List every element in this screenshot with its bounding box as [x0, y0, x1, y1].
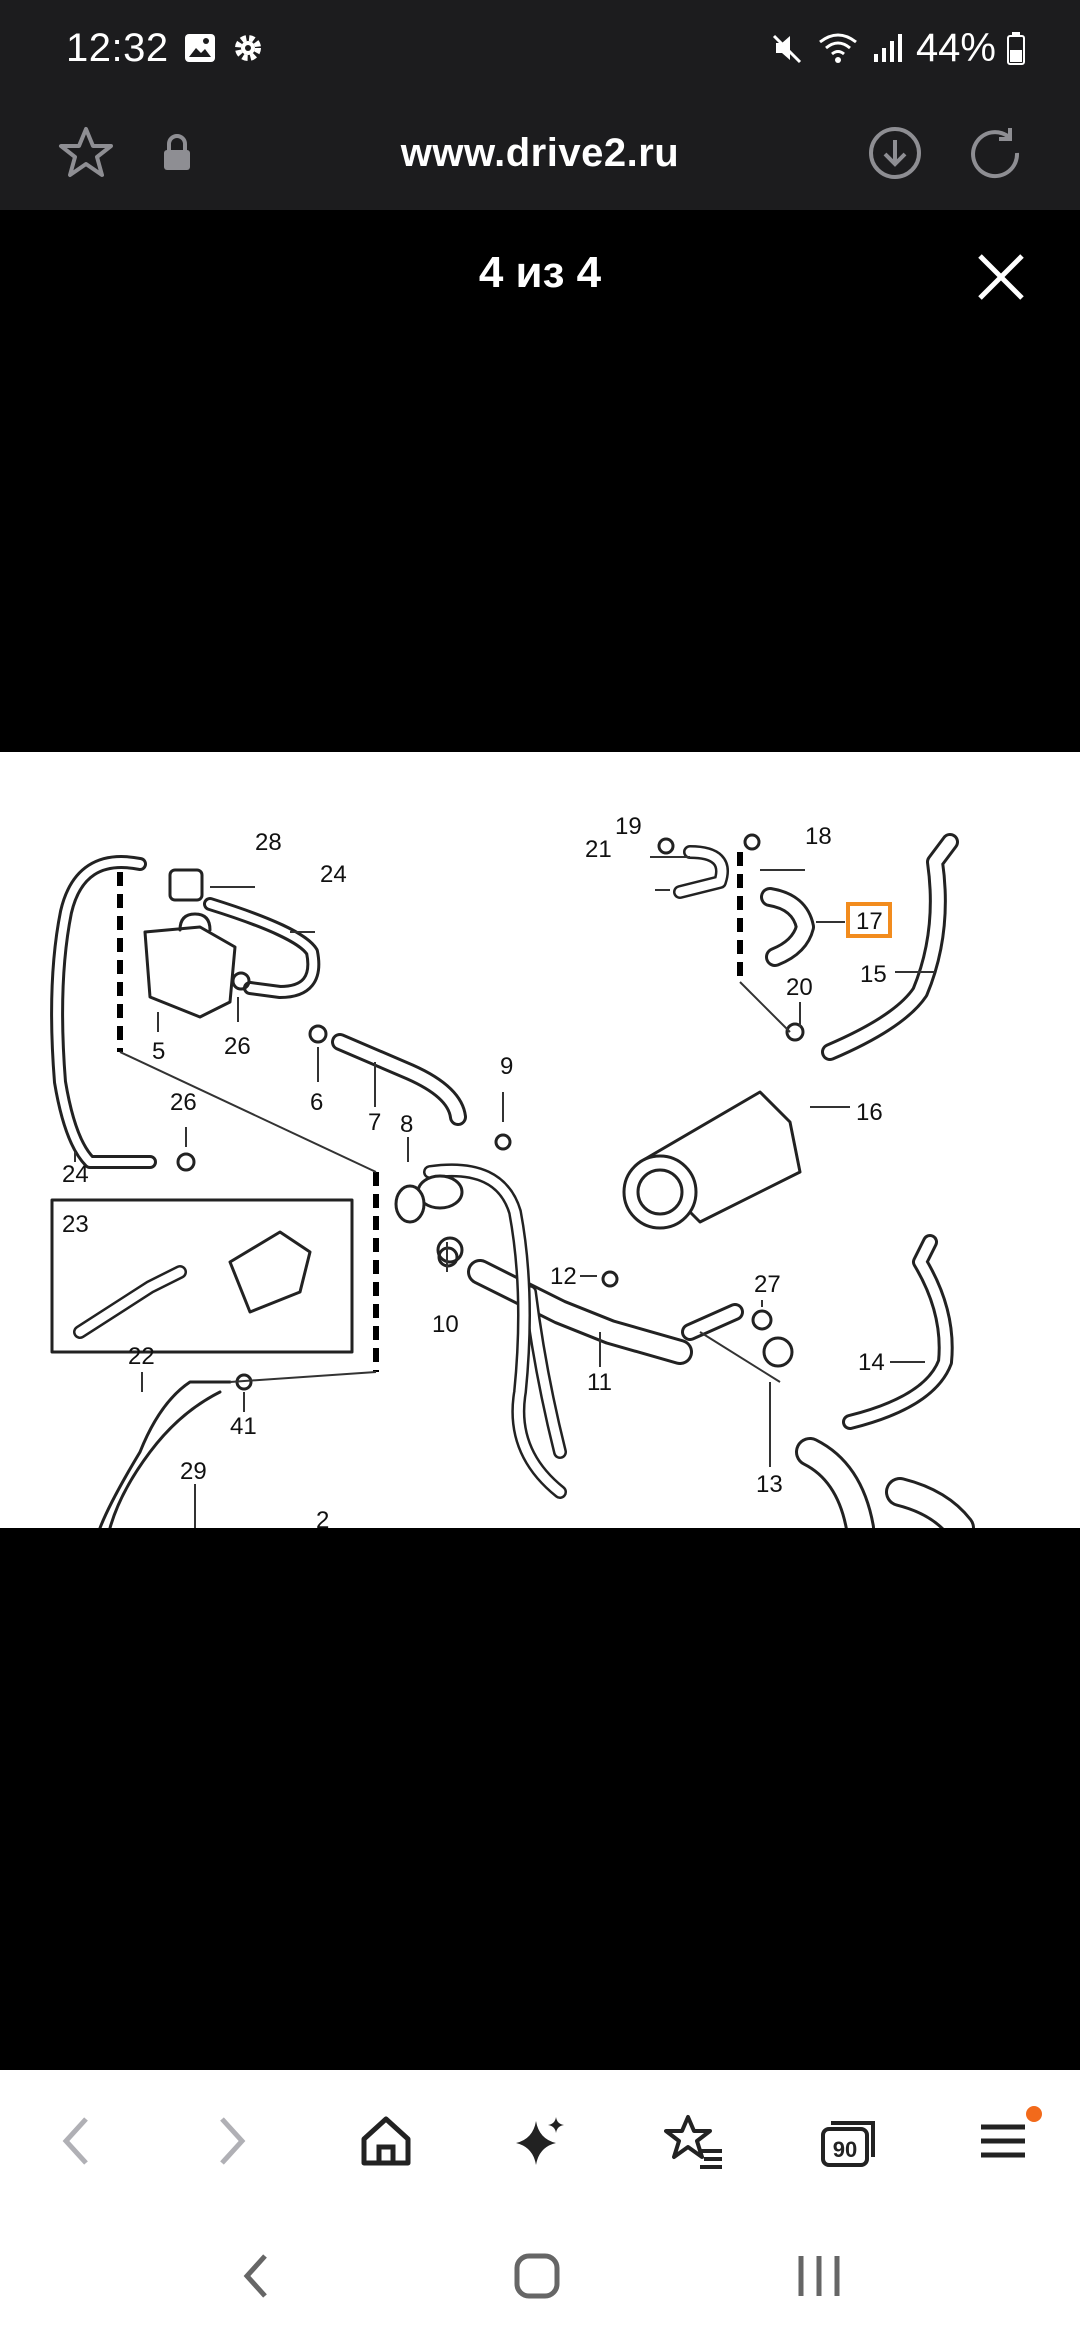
part-label: 24: [62, 1161, 89, 1188]
parts-diagram-image[interactable]: 28 24 19 18 21 17 15 20 5 26 9 6 7 16 26…: [0, 752, 1080, 1528]
part-label: 17: [856, 908, 883, 935]
wifi-icon: [819, 33, 857, 63]
highlight-box-17: [846, 902, 892, 938]
star-icon[interactable]: [56, 123, 116, 183]
tabs-count: 90: [832, 2137, 856, 2162]
part-label: 24: [320, 861, 347, 888]
part-label: 8: [400, 1111, 413, 1138]
system-home-icon[interactable]: [509, 2248, 565, 2304]
bookmarks-icon: [664, 2115, 723, 2169]
battery-percent: 44%: [915, 25, 996, 70]
status-time: 12:32: [66, 25, 169, 70]
menu-button[interactable]: [958, 2096, 1048, 2186]
parts-diagram: 28 24 19 18 21 17 15 20 5 26 9 6 7 16 26…: [50, 813, 975, 1528]
tabs-button[interactable]: 90: [804, 2096, 894, 2186]
part-label: 6: [310, 1089, 323, 1116]
part-label: 28: [255, 829, 282, 856]
part-label: 22: [128, 1343, 155, 1370]
menu-icon: [980, 2124, 1025, 2158]
part-label: 10: [432, 1311, 459, 1338]
part-label: 16: [856, 1099, 883, 1126]
image-counter: 4 из 4: [478, 248, 602, 297]
part-label: 27: [754, 1271, 781, 1298]
system-recents-icon[interactable]: [791, 2248, 847, 2304]
signal-icon: [873, 34, 902, 62]
mute-icon: [772, 34, 801, 64]
part-label: 29: [180, 1458, 207, 1485]
part-label: 21: [585, 836, 612, 863]
battery-icon: [1007, 32, 1025, 65]
reload-icon[interactable]: [966, 124, 1024, 182]
system-back-icon[interactable]: [233, 2248, 283, 2304]
system-nav-bar: [0, 2212, 1080, 2340]
part-label: 2: [316, 1507, 329, 1528]
notification-dot: [1025, 2106, 1042, 2122]
ai-button[interactable]: [495, 2096, 585, 2186]
back-button[interactable]: [32, 2096, 122, 2186]
part-label: 13: [756, 1471, 783, 1498]
forward-button[interactable]: [186, 2096, 276, 2186]
tabs-icon: 90: [820, 2121, 875, 2167]
part-label: 9: [500, 1053, 513, 1080]
part-label: 19: [615, 813, 642, 840]
part-label: 18: [805, 823, 832, 850]
forward-icon: [220, 2117, 246, 2165]
part-label: 20: [786, 974, 813, 1001]
browser-bottom-bar: 90: [0, 2070, 1080, 2212]
part-label: 23: [62, 1211, 89, 1238]
part-label: 15: [860, 961, 887, 988]
close-icon[interactable]: [972, 248, 1030, 306]
home-icon: [361, 2116, 411, 2166]
lock-icon: [164, 134, 190, 170]
ai-sparkle-icon: [515, 2117, 564, 2165]
gallery-icon: [184, 34, 215, 62]
part-label: 26: [224, 1033, 251, 1060]
back-icon: [62, 2117, 88, 2165]
part-label: 41: [230, 1413, 257, 1440]
bookmarks-button[interactable]: [649, 2096, 739, 2186]
settings-icon: [234, 35, 261, 61]
part-label: 12: [550, 1263, 577, 1290]
part-label: 14: [858, 1349, 885, 1376]
download-icon[interactable]: [866, 124, 924, 182]
browser-url-bar: www.drive2.ru: [0, 96, 1080, 210]
part-label: 7: [368, 1109, 381, 1136]
status-bar: 12:32 44%: [0, 0, 1080, 96]
home-button[interactable]: [341, 2096, 431, 2186]
part-label: 5: [152, 1038, 165, 1065]
part-label: 26: [170, 1089, 197, 1116]
part-label: 11: [587, 1369, 612, 1396]
